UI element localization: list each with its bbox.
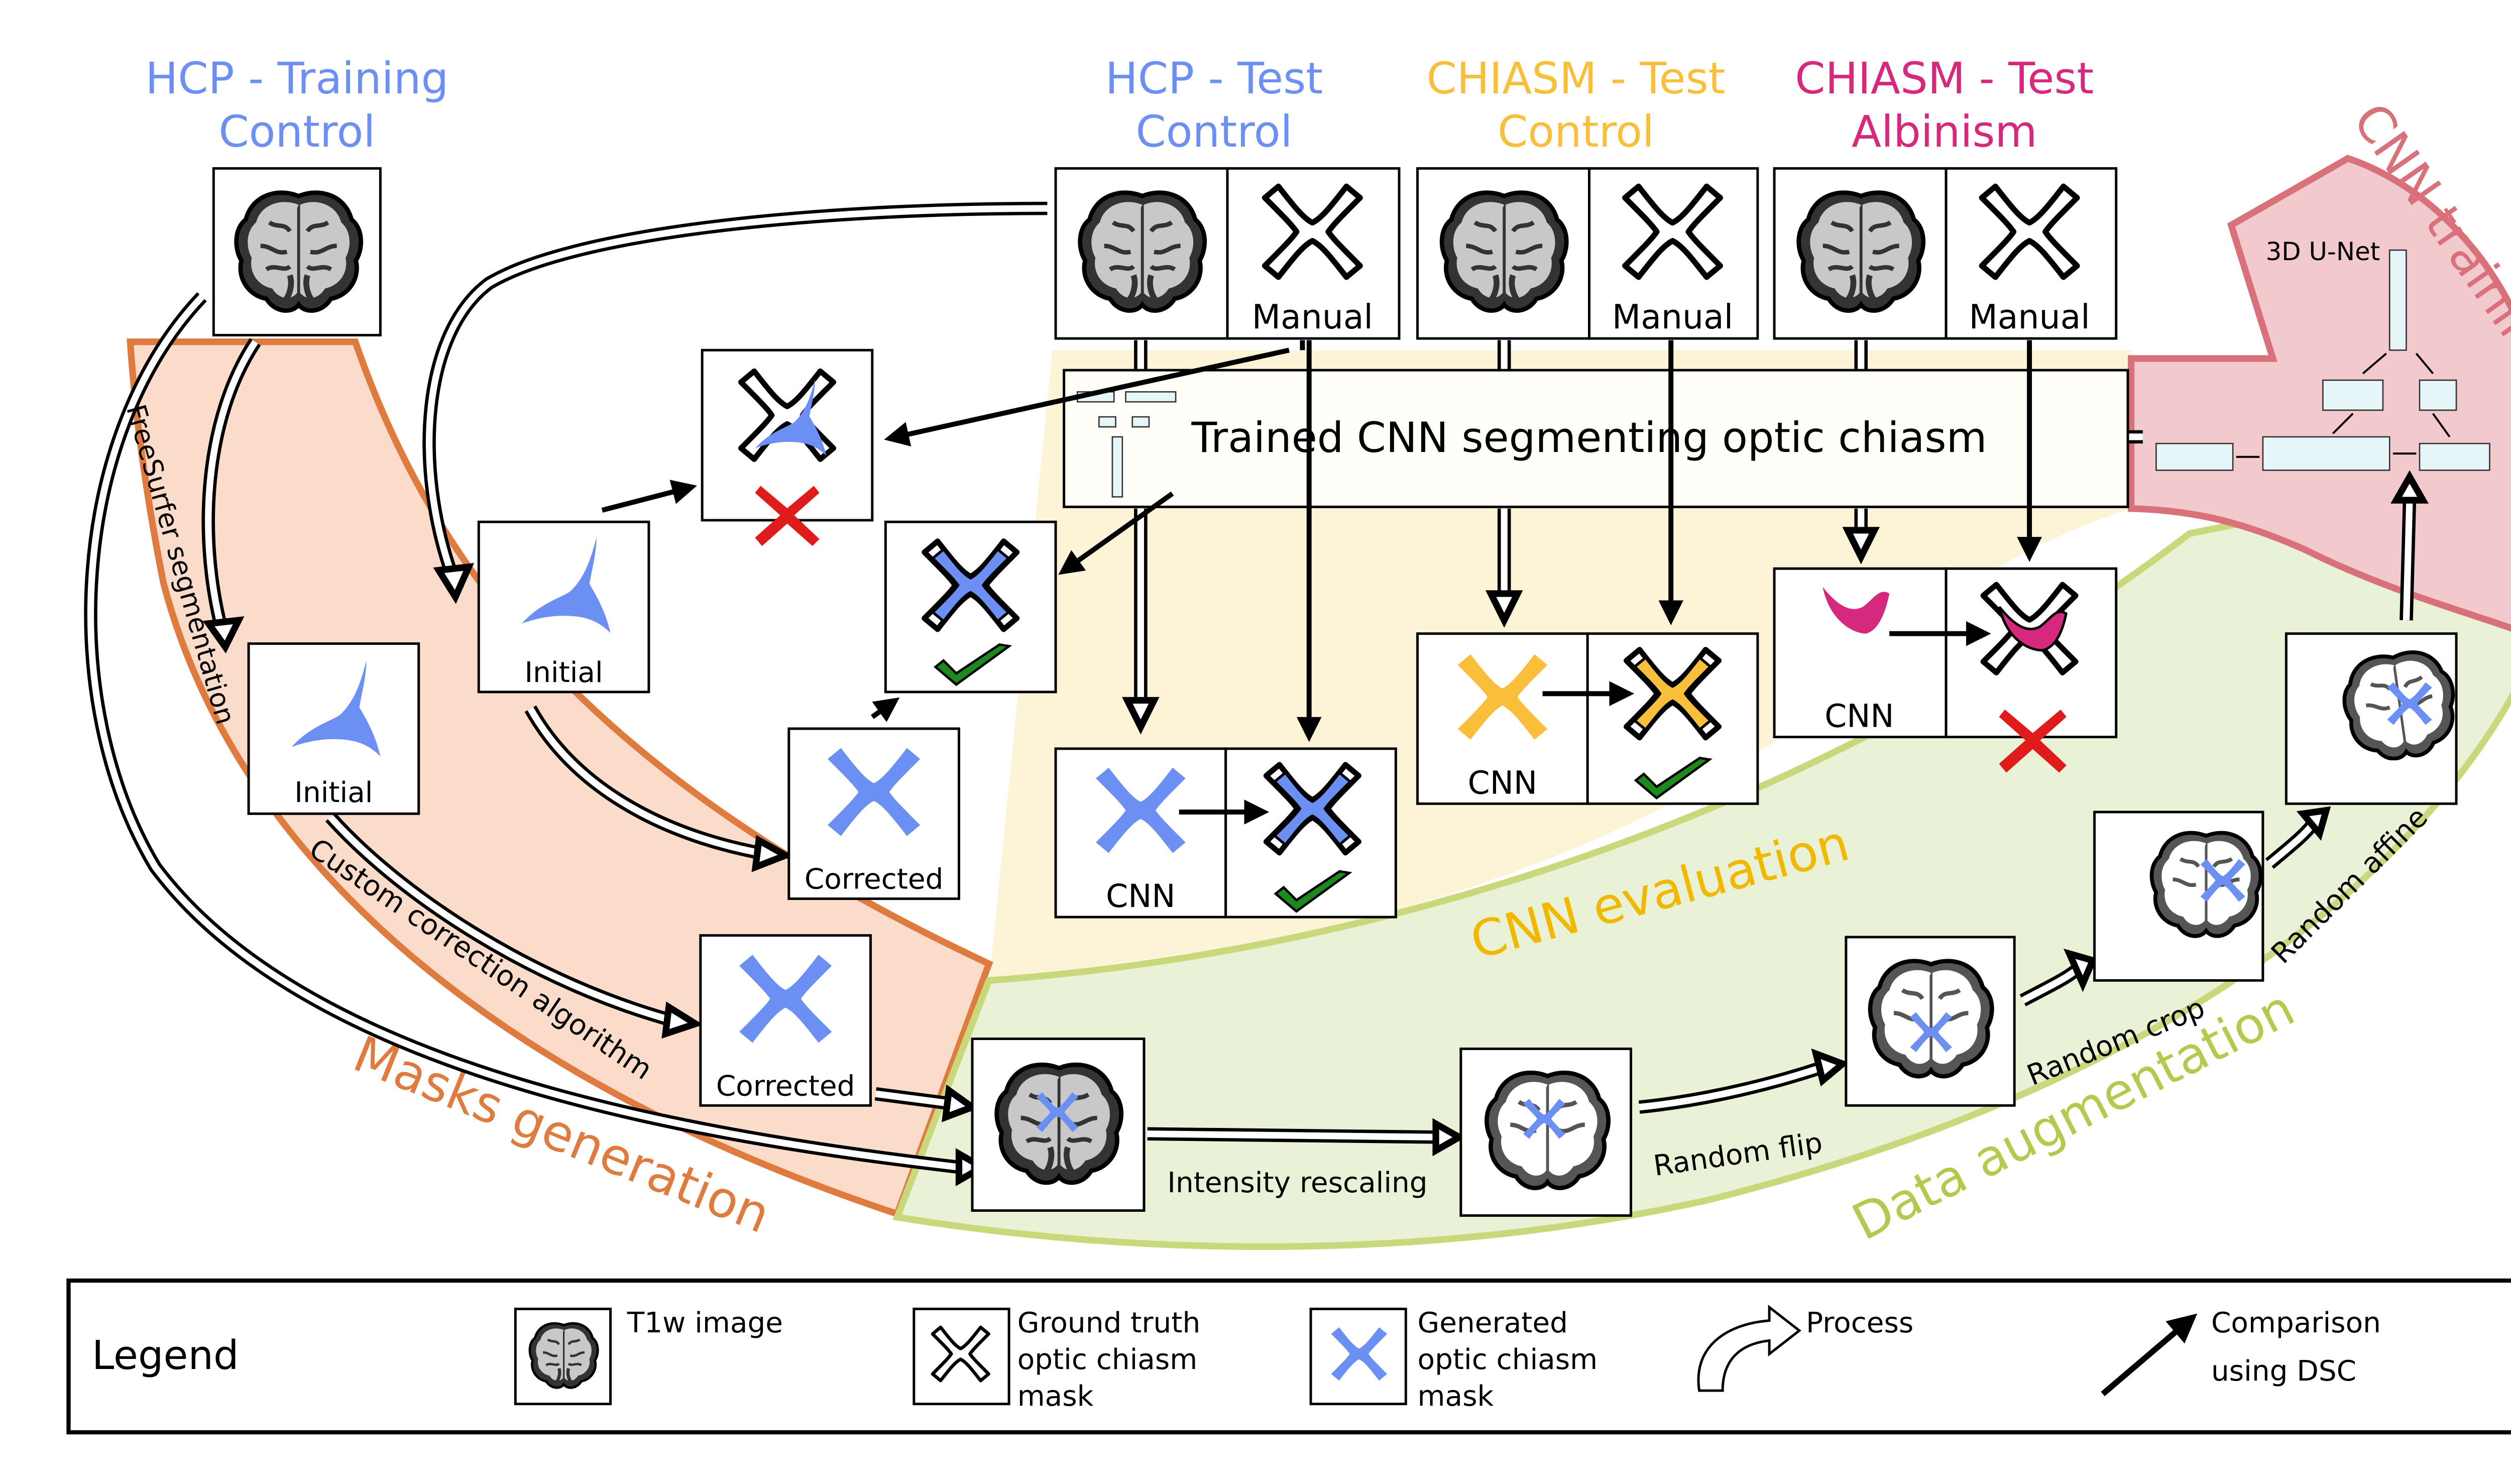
manual-label: Manual <box>1252 297 1373 336</box>
albinism-segment-icon <box>1998 606 2068 652</box>
chiasm-control-cnn-pair: CNN <box>1416 632 1759 805</box>
comparison-arrows <box>601 340 2042 825</box>
manual-label: Manual <box>1612 297 1733 336</box>
hcp-test-initial: Initial <box>477 520 650 694</box>
brain-icon <box>997 1065 1121 1183</box>
aug-crop <box>2093 811 2264 982</box>
hcp-test-pair: Manual <box>1054 167 1401 340</box>
intensity-rescaling-label: Intensity rescaling <box>1167 1167 1427 1199</box>
legend-t1w-label: T1w image <box>627 1307 783 1339</box>
hcp-test-cnn-pair: CNN <box>1054 747 1397 919</box>
legend-title: Legend <box>92 1332 239 1379</box>
brain-icon <box>1870 961 1992 1077</box>
unet-label: 3D U-Net <box>2266 237 2380 266</box>
header-hcp-training: HCP - Training Control <box>145 54 448 157</box>
comparison-arrow-icon <box>2101 1313 2198 1397</box>
header-line: CHIASM - Test <box>1427 54 1726 104</box>
hcp-test-corrected: Corrected <box>787 727 960 900</box>
brain-icon <box>237 193 361 311</box>
process-arrows <box>84 201 2429 1187</box>
legend-generated-line2: optic chiasm <box>1418 1343 1598 1376</box>
overlay-corrected-comparison <box>884 520 1057 694</box>
legend-ground-truth-line2: optic chiasm <box>1017 1343 1198 1376</box>
header-line: HCP - Test <box>1105 54 1323 104</box>
header-line: HCP - Training <box>145 54 448 104</box>
brain-icon <box>1442 193 1566 311</box>
aug-flip <box>1845 936 2016 1107</box>
unet-mini-icon <box>1076 391 1177 498</box>
hcp-training-corrected: Corrected <box>699 934 872 1107</box>
legend-generated-line1: Generated <box>1418 1307 1568 1339</box>
unet-icon: 3D U-Net <box>2155 237 2490 471</box>
process-arrow-icon <box>1697 1304 1801 1392</box>
corrected-label: Corrected <box>805 863 944 896</box>
trained-cnn-label: Trained CNN segmenting optic chiasm <box>1191 413 1987 462</box>
legend-comparison-line2: using DSC <box>2211 1355 2356 1388</box>
hcp-training-t1w <box>212 167 382 336</box>
aug-affine <box>2285 632 2458 805</box>
legend-process-label: Process <box>1806 1307 1913 1339</box>
legend: Legend T1w image Ground truth optic chia… <box>66 1278 2511 1435</box>
legend-ground-truth-line1: Ground truth <box>1017 1307 1201 1339</box>
brain-icon <box>1799 193 1923 311</box>
header-hcp-test: HCP - Test Control <box>1105 54 1323 157</box>
cnn-label: CNN <box>1824 698 1894 735</box>
brain-icon <box>530 1323 598 1388</box>
header-line: Control <box>218 107 375 157</box>
header-chiasm-control: CHIASM - Test Control <box>1427 54 1726 157</box>
corrected-label: Corrected <box>716 1070 855 1102</box>
initial-label: Initial <box>525 656 603 689</box>
hcp-training-initial: Initial <box>247 642 420 815</box>
manual-label: Manual <box>1969 297 2090 336</box>
trained-cnn-box: Trained CNN segmenting optic chiasm <box>1063 369 2129 508</box>
header-chiasm-albinism: CHIASM - Test Albinism <box>1795 54 2094 157</box>
chiasm-albinism-cnn-pair: CNN <box>1773 567 2118 773</box>
cnn-label: CNN <box>1468 764 1537 801</box>
legend-comparison-line1: Comparison <box>2211 1307 2381 1339</box>
band-cnn-training <box>2127 155 2511 632</box>
initial-label: Initial <box>294 776 373 809</box>
aug-intensity <box>1459 1047 1633 1217</box>
chiasm-albinism-pair: Manual <box>1773 167 2118 340</box>
cnn-label: CNN <box>1106 877 1175 915</box>
brain-icon <box>1080 193 1205 311</box>
chiasm-control-pair: Manual <box>1416 167 1759 340</box>
header-line: CHIASM - Test <box>1795 54 2094 104</box>
header-line: Control <box>1135 107 1292 157</box>
header-line: Control <box>1498 107 1654 157</box>
aug-t1w-overlay <box>971 1038 1146 1212</box>
legend-ground-truth-line3: mask <box>1017 1380 1094 1413</box>
legend-generated-line3: mask <box>1418 1380 1494 1413</box>
brain-icon <box>1487 1073 1608 1188</box>
header-line: Albinism <box>1852 107 2037 157</box>
albinism-segment-icon <box>1822 587 1890 634</box>
overlay-initial-comparison <box>701 349 874 546</box>
